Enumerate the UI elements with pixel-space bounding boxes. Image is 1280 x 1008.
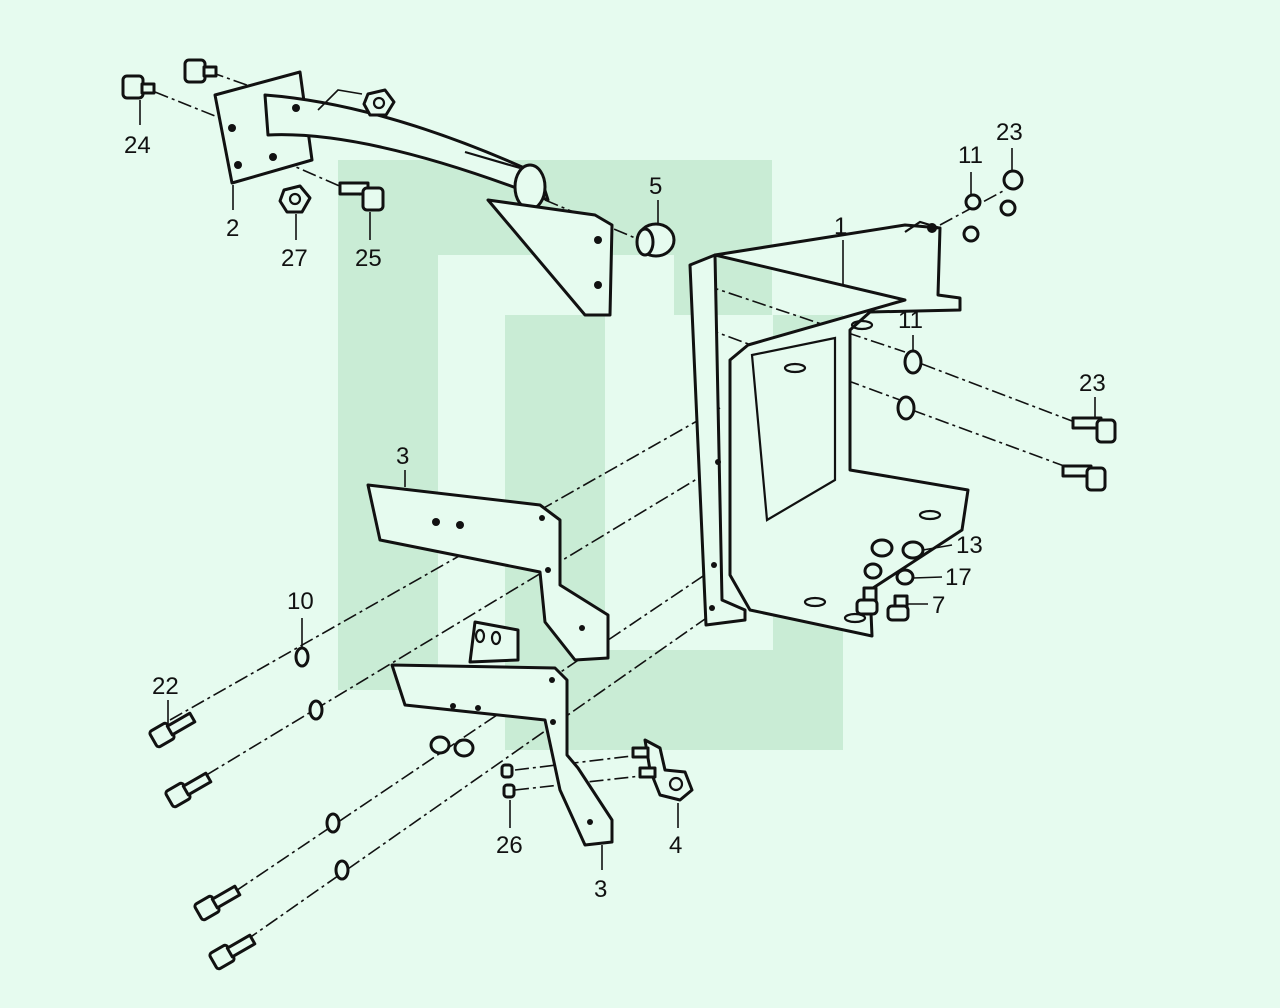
callout-11-mid: 11	[898, 307, 923, 334]
washer-11-mid	[896, 349, 923, 421]
bolts-22	[148, 711, 257, 971]
callout-11-top: 11	[958, 142, 983, 169]
hex-nut-upper	[362, 88, 396, 117]
callout-24: 24	[124, 132, 151, 159]
washer-11-lower	[962, 225, 980, 243]
nuts-lower-bracket	[429, 735, 475, 758]
crossbar-tube-part-2	[213, 70, 614, 317]
callout-25: 25	[355, 245, 382, 272]
callout-22: 22	[152, 673, 179, 700]
side-bracket-part-3-lower	[390, 663, 614, 847]
side-bracket-part-3-upper	[366, 483, 610, 662]
nut-23-top	[999, 169, 1024, 217]
callout-labels: 1 2 3 3 4 5 7 10 11 11 13 17 22 23 23 24…	[124, 119, 1106, 903]
hex-nut-27	[278, 184, 312, 214]
washer-11-top	[964, 193, 982, 211]
washers-13-17-nuts-7	[855, 538, 925, 622]
callout-13: 13	[956, 532, 983, 559]
callout-17: 17	[945, 564, 972, 591]
callout-7: 7	[932, 592, 945, 619]
washers-10	[294, 646, 350, 881]
callout-4: 4	[669, 832, 682, 859]
leader-lines	[139, 89, 1096, 870]
clips-26	[500, 763, 516, 799]
callout-2: 2	[226, 215, 239, 242]
hex-bolt-upper	[183, 58, 218, 84]
bolt-25	[338, 181, 385, 212]
callout-26: 26	[496, 832, 523, 859]
clip-bracket	[468, 620, 520, 664]
plug-cap-5	[635, 222, 676, 258]
bolt-23-lower	[1061, 464, 1107, 492]
callout-23-right: 23	[1079, 370, 1106, 397]
callout-5: 5	[649, 173, 662, 200]
main-frame-part-1	[688, 220, 970, 638]
hex-bolt-24	[121, 74, 156, 100]
mount-bracket-part-4	[631, 738, 694, 802]
callout-23-top: 23	[996, 119, 1023, 146]
callout-27: 27	[281, 245, 308, 272]
callout-3-lower: 3	[594, 876, 607, 903]
callout-10: 10	[287, 588, 314, 615]
callout-3-upper: 3	[396, 443, 409, 470]
callout-1: 1	[834, 213, 847, 240]
bolt-23-upper	[1071, 416, 1117, 444]
